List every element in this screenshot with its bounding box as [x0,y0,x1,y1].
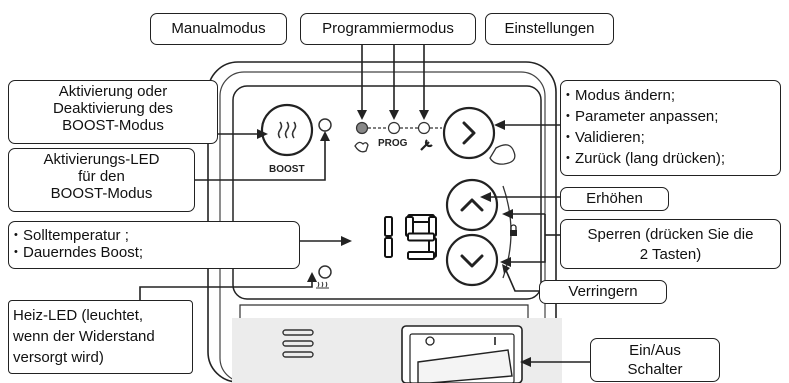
prog-mode-led [387,121,401,135]
decrease-callout: Verringern [539,280,667,304]
down-button[interactable] [445,233,499,287]
prog-mode-callout: Programmiermodus [300,13,476,45]
display-segment [384,237,393,258]
settings-callout: Einstellungen [485,13,614,45]
mode-button[interactable] [442,106,496,160]
increase-callout: Erhöhen [560,187,669,211]
prog-label: PROG [378,138,408,149]
heat-led-callout: Heiz-LED (leuchtet, wenn der Widerstand … [8,300,193,374]
mode-button-line-4: Zurück (lang drücken); [566,148,774,169]
settings-text: Einstellungen [504,20,595,37]
manual-mode-callout: Manualmodus [150,13,287,45]
lock-callout: Sperren (drücken Sie die 2 Tasten) [560,219,781,269]
boost-led-line-2: für den [78,168,125,185]
wrench-icon [420,139,433,151]
boost-led-line-3: BOOST-Modus [50,185,153,202]
power-switch-line-1: Ein/Aus [629,342,681,359]
display-segment [384,216,393,237]
heater-icon [316,281,329,289]
manual-mode-text: Manualmodus [171,20,266,37]
heat-led-line-3: versorgt wird) [13,349,104,366]
temperature-display [384,214,437,260]
boost-button-label: BOOST [269,164,305,175]
up-button[interactable] [445,178,499,232]
power-switch-callout: Ein/Aus Schalter [590,338,720,382]
boost-led-callout: Aktivierungs-LED für den BOOST-Modus [8,148,195,212]
boost-led [318,118,332,132]
press-hand-icon [489,144,516,165]
chevron-right-icon [462,121,476,145]
heat-waves-icon [277,121,297,139]
chevron-up-icon [460,198,484,212]
power-switch[interactable] [401,325,523,383]
settings-mode-led [417,121,431,135]
heat-led [318,265,332,279]
arrowheads [257,110,531,367]
mode-button-line-1: Modus ändern; [566,85,774,106]
power-switch-line-2: Schalter [627,361,683,378]
lock-line-1: Sperren (drücken Sie die [587,226,754,243]
display-segment [407,232,435,242]
prog-mode-text: Programmiermodus [322,20,454,37]
setpoint-line-2: Dauerndes Boost; [14,244,293,261]
mode-button-line-3: Validieren; [566,127,774,148]
boost-activation-line-1: Aktivierung oder [58,83,168,100]
setpoint-callout: Solltemperatur ; Dauerndes Boost; [8,221,300,269]
boost-activation-callout: Aktivierung oder Deaktivierung des BOOST… [8,80,218,144]
heat-led-line-1: Heiz-LED (leuchtet, [13,307,144,324]
heat-led-line-2: wenn der Widerstand [13,328,155,345]
increase-text: Erhöhen [586,190,643,207]
leader-lines [139,45,590,363]
chevron-down-icon [460,254,484,268]
hand-icon [354,141,369,153]
setpoint-line-1: Solltemperatur ; [14,227,293,244]
lock-icon [510,224,517,236]
vent-slots [282,329,314,358]
display-segment [407,251,435,260]
mode-button-line-2: Parameter anpassen; [566,106,774,127]
decrease-text: Verringern [568,283,638,300]
boost-led-line-1: Aktivierungs-LED [43,151,160,168]
lock-line-2: 2 Tasten) [639,246,702,263]
manual-mode-led [355,121,369,135]
boost-activation-line-3: BOOST-Modus [62,117,164,134]
boost-activation-line-2: Deaktivierung des [52,100,174,117]
mode-button-callout: Modus ändern; Parameter anpassen; Validi… [560,80,781,176]
